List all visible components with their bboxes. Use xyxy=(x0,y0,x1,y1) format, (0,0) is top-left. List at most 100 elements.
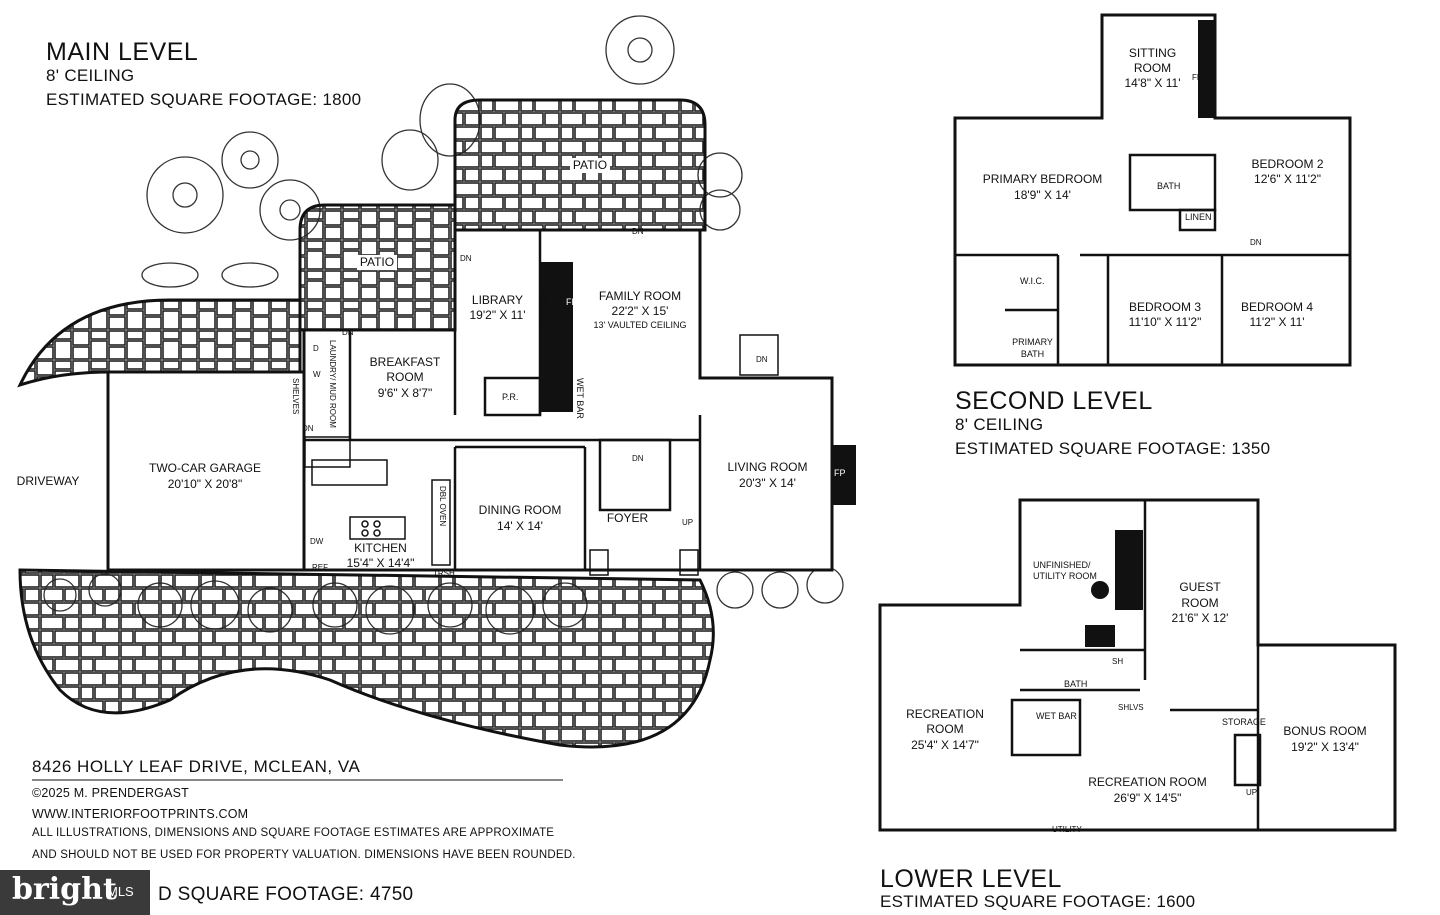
wic-label: W.I.C. xyxy=(1020,276,1045,286)
second-level-interior xyxy=(955,153,1350,365)
lower-level-sqft: ESTIMATED SQUARE FOOTAGE: 1600 xyxy=(880,892,1196,911)
bedroom-4-label: BEDROOM 4 xyxy=(1240,300,1313,314)
stair-dn-6: DN xyxy=(756,355,768,364)
primary-bath-label-2: BATH xyxy=(1020,349,1045,359)
family-room-label: FAMILY ROOM xyxy=(598,289,682,303)
second-level-fireplace xyxy=(1198,20,1214,118)
foyer-label: FOYER xyxy=(606,511,649,525)
library-dim: 19'2" X 11' xyxy=(469,308,526,322)
stair-up: UP xyxy=(682,518,694,527)
bedroom-2-dim: 12'6" X 11'2" xyxy=(1254,172,1321,186)
primary-bath-label: PRIMARY xyxy=(1012,337,1053,347)
wet-bar-label: WET BAR xyxy=(575,378,585,419)
ref-label: REF xyxy=(312,563,328,572)
lower-level-walls xyxy=(878,498,1397,832)
shelves-label: SHELVES xyxy=(540,288,550,329)
main-level-sqft: ESTIMATED SQUARE FOOTAGE: 1800 xyxy=(46,90,362,109)
website-text: WWW.INTERIORFOOTPRINTS.COM xyxy=(32,807,249,821)
second-level-ceiling: 8' CEILING xyxy=(955,415,1044,434)
breakfast-label: BREAKFAST xyxy=(369,355,441,369)
family-room-ceiling: 13' VAULTED CEILING xyxy=(593,320,687,330)
unfinished-label: UNFINISHED/ xyxy=(1033,560,1091,570)
living-room-dim: 20'3" X 14' xyxy=(739,476,796,490)
unfinished-label-2: UTILITY ROOM xyxy=(1033,571,1097,581)
breakfast-label-2: ROOM xyxy=(386,370,424,384)
disclaimer-line-1: ALL ILLUSTRATIONS, DIMENSIONS AND SQUARE… xyxy=(32,827,555,839)
laundry-label: LAUNDRY/ MUD ROOM xyxy=(328,340,337,428)
second-level-walls xyxy=(953,13,1352,367)
garage-label: TWO-CAR GARAGE xyxy=(148,461,261,475)
rec-room-main-dim: 26'9" X 14'5" xyxy=(1113,791,1182,805)
main-level-ceiling: 8' CEILING xyxy=(46,66,135,85)
disclaimer-line-2: AND SHOULD NOT BE USED FOR PROPERTY VALU… xyxy=(32,849,576,861)
bath-second-label: BATH xyxy=(1157,181,1181,191)
rec-room-main-label: RECREATION ROOM xyxy=(1088,775,1207,789)
bedroom-3-label: BEDROOM 3 xyxy=(1128,300,1201,314)
total-sqft: D SQUARE FOOTAGE: 4750 xyxy=(158,884,414,905)
stair-dn-second: DN xyxy=(1250,238,1262,247)
primary-bedroom-label: PRIMARY BEDROOM xyxy=(982,172,1103,186)
main-level-title: MAIN LEVEL xyxy=(46,38,199,66)
dbl-oven-label: DBL OVEN xyxy=(438,486,447,527)
bedroom-4-dim: 11'2" X 11' xyxy=(1249,315,1305,329)
rec-room-left-dim: 25'4" X 14'7" xyxy=(911,738,979,752)
fireplace-living-label: FP xyxy=(834,468,846,478)
dining-label: DINING ROOM xyxy=(478,503,562,517)
shelves-label-2: SHELVES xyxy=(291,378,300,415)
shelves-lower-label: SHLVS xyxy=(1118,703,1144,712)
lower-level-title: LOWER LEVEL xyxy=(880,865,1062,893)
trash-label: TRSH xyxy=(433,569,455,578)
bedroom-3-dim: 11'10" X 11'2" xyxy=(1128,315,1202,329)
bonus-room-label: BONUS ROOM xyxy=(1283,724,1367,738)
washer-label: W xyxy=(313,370,321,379)
rec-room-left-label-2: ROOM xyxy=(926,722,964,736)
kitchen-dim: 15'4" X 14'4" xyxy=(346,556,415,570)
fireplace-family-label: FP xyxy=(566,297,578,307)
stair-dn-3: DN xyxy=(342,328,354,337)
lower-level-interior xyxy=(1010,500,1262,830)
stair-up-lower: UP xyxy=(1246,788,1258,797)
linen-label: LINEN xyxy=(1185,212,1212,222)
main-level-fixtures xyxy=(304,262,856,505)
patio-top-label: PATIO xyxy=(570,158,610,173)
property-address: 8426 HOLLY LEAF DRIVE, MCLEAN, VA xyxy=(32,757,361,776)
second-level-sqft: ESTIMATED SQUARE FOOTAGE: 1350 xyxy=(955,439,1271,458)
dryer-label: D xyxy=(313,344,319,353)
lower-level-fixtures xyxy=(1085,530,1143,647)
dining-dim: 14' X 14' xyxy=(497,519,543,533)
logo-brand: bright xyxy=(12,872,117,907)
bonus-room-dim: 19'2" X 13'4" xyxy=(1291,740,1359,754)
sitting-room-dim: 14'8" X 11' xyxy=(1124,76,1181,90)
sitting-room-label: SITTING xyxy=(1128,46,1177,60)
garage-dim: 20'10" X 20'8" xyxy=(167,477,243,491)
kitchen-island xyxy=(311,334,779,576)
driveway-label: DRIVEWAY xyxy=(16,474,80,488)
dishwasher-label: DW xyxy=(310,537,324,546)
rec-room-left-label: RECREATION xyxy=(906,707,984,721)
guest-room-dim: 21'6" X 12' xyxy=(1171,611,1229,625)
stair-dn-5: DN xyxy=(632,454,644,463)
wet-bar-lower-label: WET BAR xyxy=(1036,711,1077,721)
library-label: LIBRARY xyxy=(471,293,524,307)
living-room-label: LIVING ROOM xyxy=(727,460,808,474)
main-level-interior xyxy=(304,230,702,570)
patio-left-label: PATIO xyxy=(357,255,397,270)
fireplace-second-label: FP xyxy=(1192,73,1203,82)
breakfast-dim: 9'6" X 8'7" xyxy=(377,386,433,400)
second-level-title: SECOND LEVEL xyxy=(955,387,1153,415)
kitchen-label: KITCHEN xyxy=(354,541,407,555)
stair-dn-1: DN xyxy=(632,227,644,236)
copyright-text: ©2025 M. PRENDERGAST xyxy=(32,786,190,800)
primary-bedroom-dim: 18'9" X 14' xyxy=(1014,188,1071,202)
storage-label: STORAGE xyxy=(1222,717,1266,727)
logo-mls: MLS xyxy=(107,884,134,899)
guest-room-label-2: ROOM xyxy=(1181,596,1219,610)
bright-mls-logo: bright MLS xyxy=(0,870,150,915)
shower-label: SH xyxy=(1112,657,1124,666)
bath-lower-label: BATH xyxy=(1064,679,1088,689)
family-room-dim: 22'2" X 15' xyxy=(611,304,669,318)
guest-room-label: GUEST xyxy=(1179,580,1221,594)
powder-room-label: P.R. xyxy=(502,392,519,402)
stair-dn-4: DN xyxy=(302,424,314,433)
utility-label: UTILITY xyxy=(1052,825,1082,834)
